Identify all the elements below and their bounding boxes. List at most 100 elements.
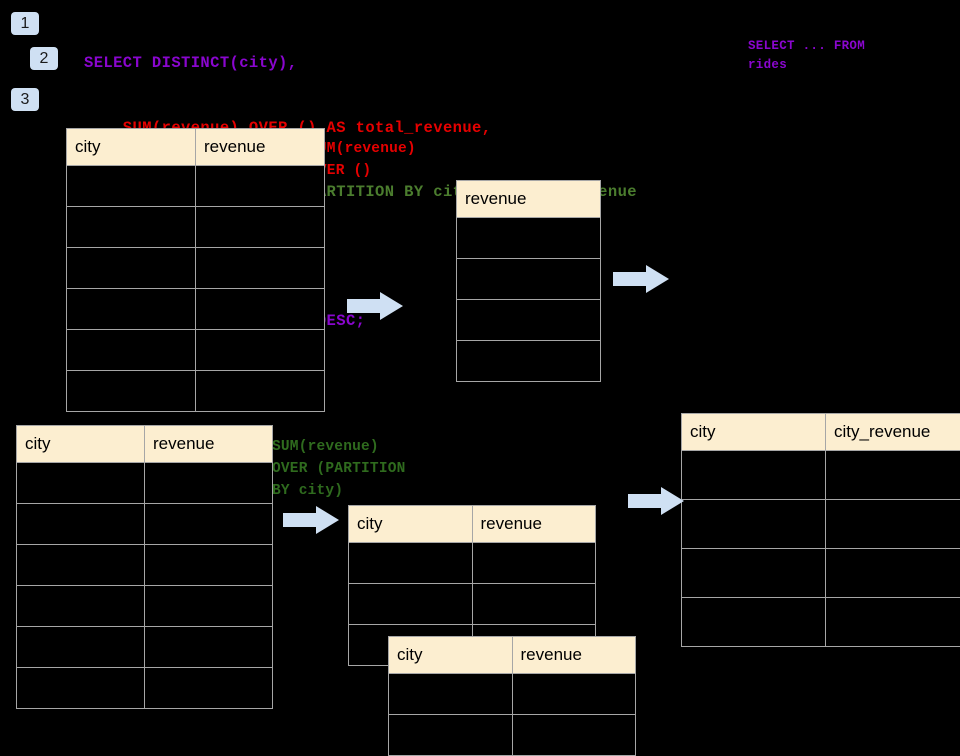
table-header-row: city revenue bbox=[349, 506, 596, 543]
table-row bbox=[457, 300, 601, 341]
table-row bbox=[67, 207, 325, 248]
table-cell-revenue bbox=[196, 371, 325, 412]
table-cell-revenue bbox=[196, 248, 325, 289]
table-cell-revenue bbox=[145, 463, 273, 504]
table-cell-city bbox=[67, 371, 196, 412]
table-cell-city bbox=[17, 586, 145, 627]
table-cell-city bbox=[67, 330, 196, 371]
step-badge-3[interactable]: 3 bbox=[11, 88, 39, 111]
table-row bbox=[67, 248, 325, 289]
table-row bbox=[682, 500, 960, 549]
table-cell-revenue bbox=[196, 207, 325, 248]
table-cell-city-revenue bbox=[826, 451, 960, 500]
column-header-revenue: revenue bbox=[472, 506, 596, 543]
table-cell-revenue bbox=[145, 545, 273, 586]
table-cell-city bbox=[17, 668, 145, 709]
table-cell-revenue bbox=[145, 586, 273, 627]
arrow-right-icon bbox=[283, 504, 339, 536]
table-cell-city bbox=[67, 207, 196, 248]
table-cell-city bbox=[349, 543, 473, 584]
column-header-city-revenue: city_revenue bbox=[826, 414, 960, 451]
table-row bbox=[682, 549, 960, 598]
table-cell-revenue bbox=[472, 543, 596, 584]
table-row bbox=[457, 218, 601, 259]
table-cell-city bbox=[682, 451, 826, 500]
table-cell-revenue bbox=[472, 584, 596, 625]
table-header-row: city revenue bbox=[67, 129, 325, 166]
column-header-revenue: revenue bbox=[457, 181, 601, 218]
table-cell-revenue bbox=[145, 504, 273, 545]
table-header-row: city revenue bbox=[17, 426, 273, 463]
column-header-revenue: revenue bbox=[145, 426, 273, 463]
arrow-right-icon bbox=[628, 485, 684, 517]
table-row bbox=[17, 463, 273, 504]
table-cell-city-revenue bbox=[826, 598, 960, 647]
table-cell-city bbox=[682, 500, 826, 549]
table-row bbox=[389, 715, 636, 756]
table-cell-revenue bbox=[457, 341, 601, 382]
table-row bbox=[67, 166, 325, 207]
annotation-sum-over-partition: SUM(revenue) OVER (PARTITION BY city) bbox=[272, 436, 406, 502]
step-badge-1[interactable]: 1 bbox=[11, 12, 39, 35]
table-row bbox=[67, 371, 325, 412]
table-cell-city bbox=[67, 289, 196, 330]
column-header-city: city bbox=[17, 426, 145, 463]
table-header-row: city city_revenue bbox=[682, 414, 960, 451]
table-cell-city bbox=[389, 715, 513, 756]
table-row bbox=[17, 504, 273, 545]
table-cell-city-revenue bbox=[826, 500, 960, 549]
table-cell-city bbox=[17, 545, 145, 586]
rides-table-top: city revenue bbox=[66, 128, 325, 412]
table-row bbox=[67, 330, 325, 371]
table-cell-city bbox=[682, 549, 826, 598]
table-row bbox=[457, 341, 601, 382]
column-header-city: city bbox=[67, 129, 196, 166]
column-header-revenue: revenue bbox=[196, 129, 325, 166]
table-row bbox=[17, 545, 273, 586]
table-cell-revenue bbox=[457, 218, 601, 259]
sql-side-note: SELECT ... FROM rides bbox=[748, 37, 865, 75]
table-cell-city-revenue bbox=[826, 549, 960, 598]
table-row bbox=[682, 598, 960, 647]
table-cell-revenue bbox=[457, 259, 601, 300]
table-cell-revenue bbox=[145, 668, 273, 709]
table-cell-city bbox=[17, 463, 145, 504]
table-row bbox=[67, 289, 325, 330]
table-cell-city bbox=[17, 627, 145, 668]
total-revenue-table: revenue bbox=[456, 180, 601, 382]
column-header-city: city bbox=[349, 506, 473, 543]
column-header-city: city bbox=[389, 637, 513, 674]
partition-table-b: city revenue bbox=[388, 636, 636, 756]
table-cell-revenue bbox=[512, 715, 636, 756]
column-header-city: city bbox=[682, 414, 826, 451]
table-row bbox=[17, 627, 273, 668]
table-cell-city bbox=[682, 598, 826, 647]
table-row bbox=[349, 543, 596, 584]
table-cell-revenue bbox=[457, 300, 601, 341]
table-row bbox=[17, 668, 273, 709]
table-cell-revenue bbox=[196, 166, 325, 207]
annotation-sum-over-empty: SUM(revenue) OVER () bbox=[309, 138, 416, 182]
table-cell-city bbox=[67, 166, 196, 207]
table-row bbox=[17, 586, 273, 627]
table-cell-city bbox=[389, 674, 513, 715]
table-cell-revenue bbox=[196, 330, 325, 371]
step-badge-2[interactable]: 2 bbox=[30, 47, 58, 70]
table-row bbox=[682, 451, 960, 500]
table-cell-city bbox=[17, 504, 145, 545]
table-cell-revenue bbox=[145, 627, 273, 668]
table-header-row: city revenue bbox=[389, 637, 636, 674]
table-row bbox=[349, 584, 596, 625]
table-row bbox=[457, 259, 601, 300]
rides-table-bottom: city revenue bbox=[16, 425, 273, 709]
table-header-row: revenue bbox=[457, 181, 601, 218]
table-cell-revenue bbox=[196, 289, 325, 330]
table-row bbox=[389, 674, 636, 715]
table-cell-city bbox=[67, 248, 196, 289]
sql-line-select: SELECT DISTINCT(city), bbox=[84, 53, 637, 75]
column-header-revenue: revenue bbox=[512, 637, 636, 674]
arrow-right-icon bbox=[347, 290, 403, 322]
table-cell-revenue bbox=[512, 674, 636, 715]
table-cell-city bbox=[349, 584, 473, 625]
arrow-right-icon bbox=[613, 263, 669, 295]
